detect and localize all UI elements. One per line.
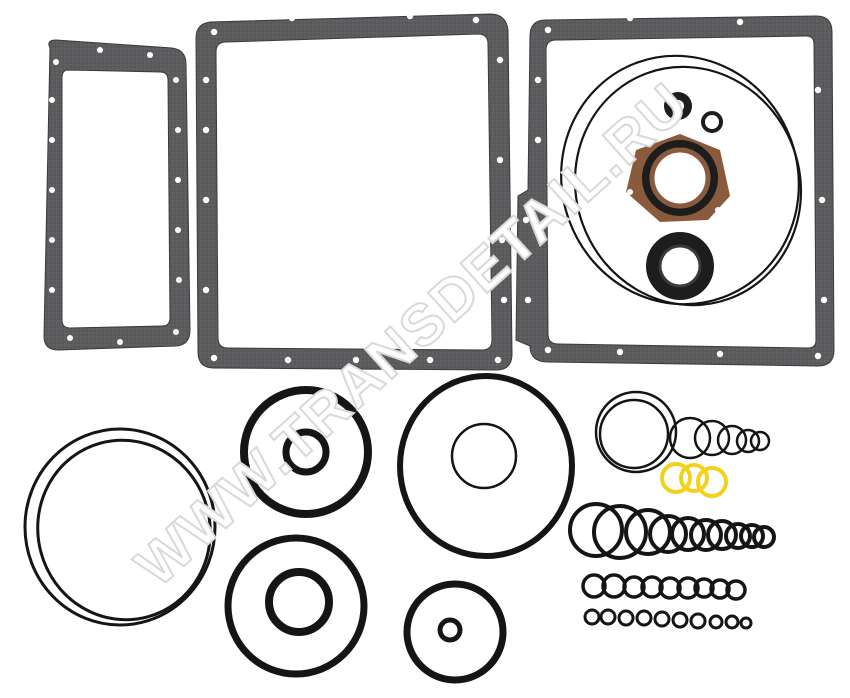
seal-ring-lower-middle xyxy=(224,534,368,678)
oring-bottom-center xyxy=(403,580,507,684)
gasket-square-right xyxy=(515,14,835,367)
seal-ring-upper-middle xyxy=(240,386,372,518)
gasket-small-left xyxy=(43,39,191,351)
oring-group-top-right xyxy=(594,390,771,474)
small-lip-seal-top xyxy=(664,92,723,133)
lip-seal-lower xyxy=(646,232,714,300)
gasket-square-middle xyxy=(195,12,513,371)
oring-row-3 xyxy=(583,608,753,630)
oring-row-2 xyxy=(581,573,747,601)
yellow-seal-rings xyxy=(660,462,728,498)
large-oring-center xyxy=(397,373,575,559)
oring-row-1 xyxy=(568,502,776,560)
large-thin-oring-pair xyxy=(560,54,803,307)
large-oring-left xyxy=(23,427,217,627)
brown-bonded-seal xyxy=(626,134,730,222)
